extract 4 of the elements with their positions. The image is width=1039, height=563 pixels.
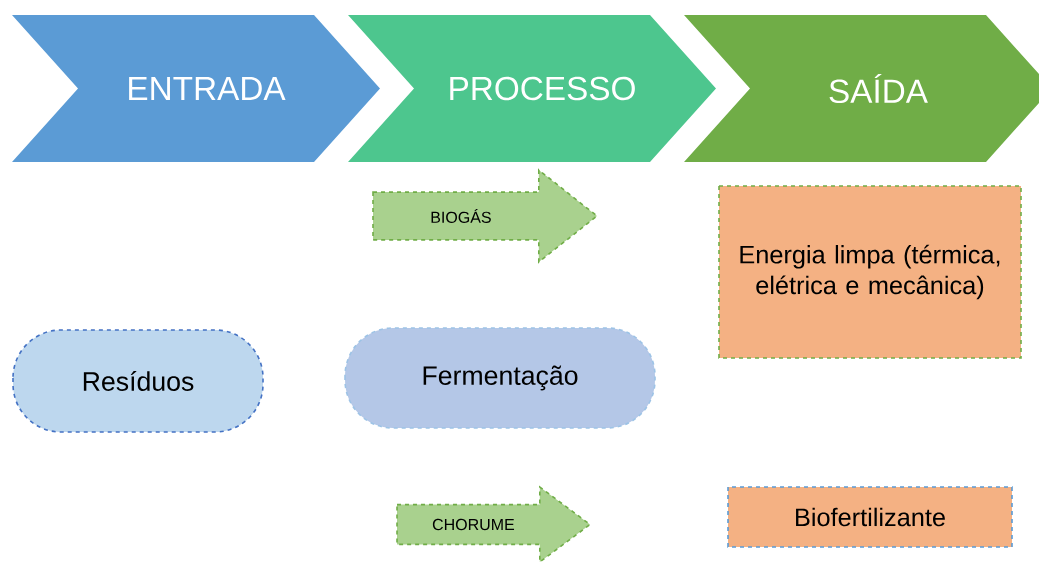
output-box: Energia limpa (térmica, elétrica e mecânica) [718, 185, 1022, 359]
output-box: Biofertilizante [727, 486, 1013, 548]
rounded-box: Fermentação [344, 327, 656, 429]
rounded-box: Resíduos [12, 329, 264, 433]
